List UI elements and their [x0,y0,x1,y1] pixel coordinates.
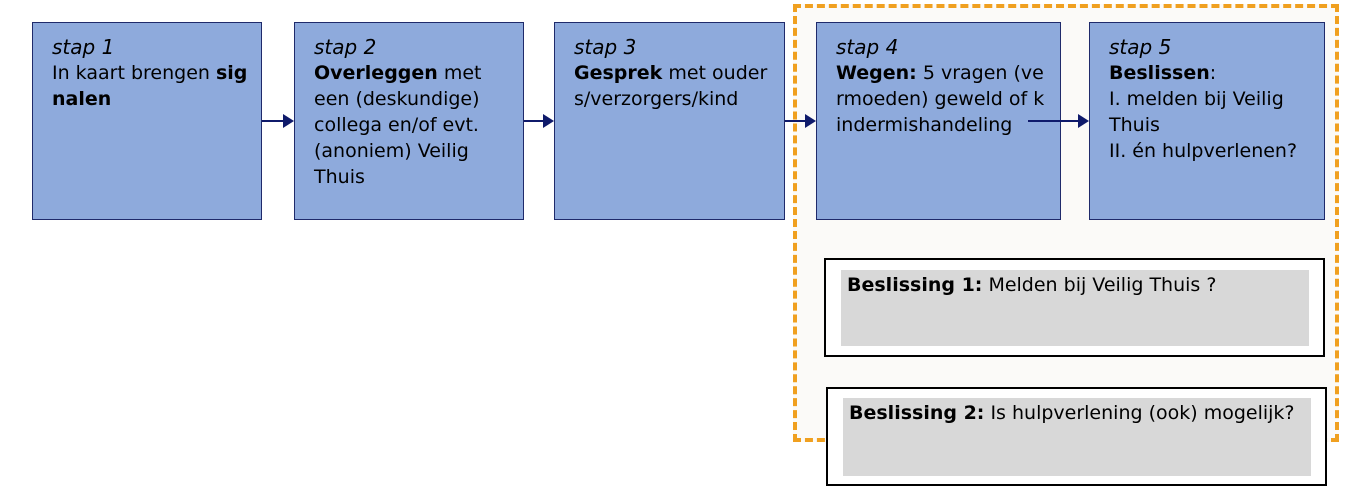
arrow-step-1-to-2 [262,114,294,128]
step-4-label: stap 4 [836,35,899,59]
step-1-text-pre: In kaart brengen [52,62,216,84]
step-4-text: Wegen: 5 vragen (vermoeden) geweld of ki… [836,60,1048,138]
step-5-text: Beslissen: I. melden bij Veilig Thuis II… [1109,60,1312,164]
decision-2-panel: Beslissing 2: Is hulpverlening (ook) mog… [843,398,1311,476]
step-4-text-post: 5 vragen (vermoeden) geweld of kindermis… [836,62,1045,136]
arrow-step-2-to-3 [524,114,554,128]
decision-1-panel: Beslissing 1: Melden bij Veilig Thuis ? [841,270,1309,346]
step-2-text-bold: Overleggen [314,62,438,84]
step-2-text: Overleggen met een (deskundige) collega … [314,60,511,190]
step-3-label: stap 3 [574,35,637,59]
decision-2-text: Is hulpverlening (ook) mogelijk? [984,402,1295,424]
arrow-step-3-to-4 [785,114,816,128]
step-4-box: stap 4 Wegen: 5 vragen (vermoeden) gewel… [816,22,1061,220]
decision-1-text: Melden bij Veilig Thuis ? [982,274,1217,296]
step-5-text-post: : I. melden bij Veilig Thuis II. én hulp… [1109,62,1298,162]
step-3-box: stap 3 Gesprek met ouders/verzorgers/kin… [554,22,785,220]
step-3-text-post: met ouders/verzorgers/kind [574,62,768,110]
arrow-step-4-to-5 [1028,114,1089,128]
step-1-text-bold: signalen [52,62,248,110]
decision-1-title: Beslissing 1: [847,274,983,296]
decision-1-box: Beslissing 1: Melden bij Veilig Thuis ? [824,258,1325,357]
step-5-box: stap 5 Beslissen: I. melden bij Veilig T… [1089,22,1325,220]
step-3-text: Gesprek met ouders/verzorgers/kind [574,60,772,112]
step-1-box: stap 1 In kaart brengen signalen [32,22,262,220]
step-2-box: stap 2 Overleggen met een (deskundige) c… [294,22,524,220]
step-5-text-bold: Beslissen [1109,62,1210,84]
step-2-label: stap 2 [314,35,377,59]
step-1-label: stap 1 [52,35,115,59]
step-3-text-bold: Gesprek [574,62,663,84]
step-1-text: In kaart brengen signalen [52,60,249,112]
step-4-text-bold: Wegen: [836,62,917,84]
decision-2-box: Beslissing 2: Is hulpverlening (ook) mog… [826,387,1327,486]
decision-2-title: Beslissing 2: [849,402,985,424]
step-5-label: stap 5 [1109,35,1172,59]
step-2-text-post: met een (deskundige) collega en/of evt. … [314,62,488,188]
